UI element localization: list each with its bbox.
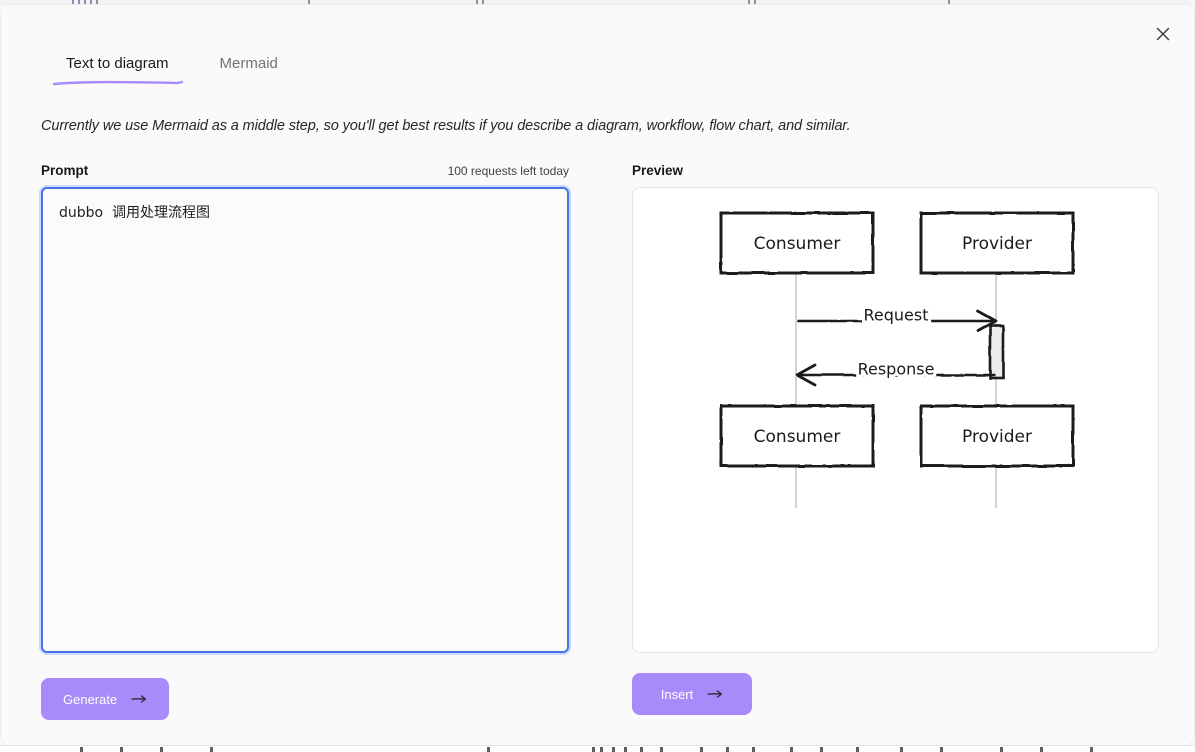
diagram-preview: Consumer Provider Request Response Consu…: [632, 187, 1159, 653]
background-app-strip-top: [0, 0, 1195, 6]
participant-box-consumer-top: [719, 211, 875, 275]
prompt-input[interactable]: [41, 187, 569, 653]
message-arrow-request: [797, 309, 998, 333]
participant-box-consumer-bottom: [719, 404, 875, 468]
participant-label-provider-bottom: Provider: [962, 427, 1032, 447]
tab-mermaid[interactable]: Mermaid: [195, 53, 304, 88]
message-arrow-response: [795, 363, 995, 387]
prompt-label: Prompt: [41, 163, 89, 178]
prompt-column: Prompt 100 requests left today Generate: [41, 163, 569, 720]
tab-active-underline: [41, 74, 195, 86]
activation-bar-provider: [988, 324, 1005, 380]
insert-button[interactable]: Insert: [632, 673, 752, 715]
sequence-diagram: Consumer Provider Request Response Consu…: [719, 211, 1075, 508]
text-to-diagram-dialog: Text to diagram Mermaid Currently we use…: [0, 4, 1195, 746]
arrow-right-icon: [707, 690, 723, 698]
participant-box-provider-bottom: [919, 404, 1075, 468]
generate-button-label: Generate: [63, 691, 118, 707]
preview-column: Preview: [632, 163, 1159, 715]
preview-label-row: Preview: [632, 163, 1159, 179]
tab-label: Text to diagram: [66, 55, 169, 72]
participant-box-provider-top: [919, 211, 1075, 275]
preview-label: Preview: [632, 163, 684, 178]
background-app-strip-bottom: [0, 745, 1195, 752]
arrow-right-icon: [131, 695, 147, 703]
message-label-request: Request: [864, 306, 929, 325]
participant-label-consumer-top: Consumer: [754, 234, 841, 254]
close-icon[interactable]: [1146, 17, 1180, 51]
close-glyph: [1156, 27, 1170, 41]
dialog-tabs: Text to diagram Mermaid: [41, 53, 304, 88]
tab-text-to-diagram[interactable]: Text to diagram: [41, 53, 195, 88]
insert-button-label: Insert: [660, 686, 694, 702]
requests-quota-text: 100 requests left today: [447, 164, 569, 178]
dialog-description: Currently we use Mermaid as a middle ste…: [41, 118, 851, 134]
participant-label-consumer-bottom: Consumer: [754, 427, 841, 447]
generate-button[interactable]: Generate: [41, 678, 170, 720]
participant-label-provider-top: Provider: [962, 234, 1032, 254]
prompt-label-row: Prompt 100 requests left today: [41, 163, 569, 179]
message-label-response: Response: [858, 360, 935, 379]
tab-label: Mermaid: [219, 55, 278, 72]
